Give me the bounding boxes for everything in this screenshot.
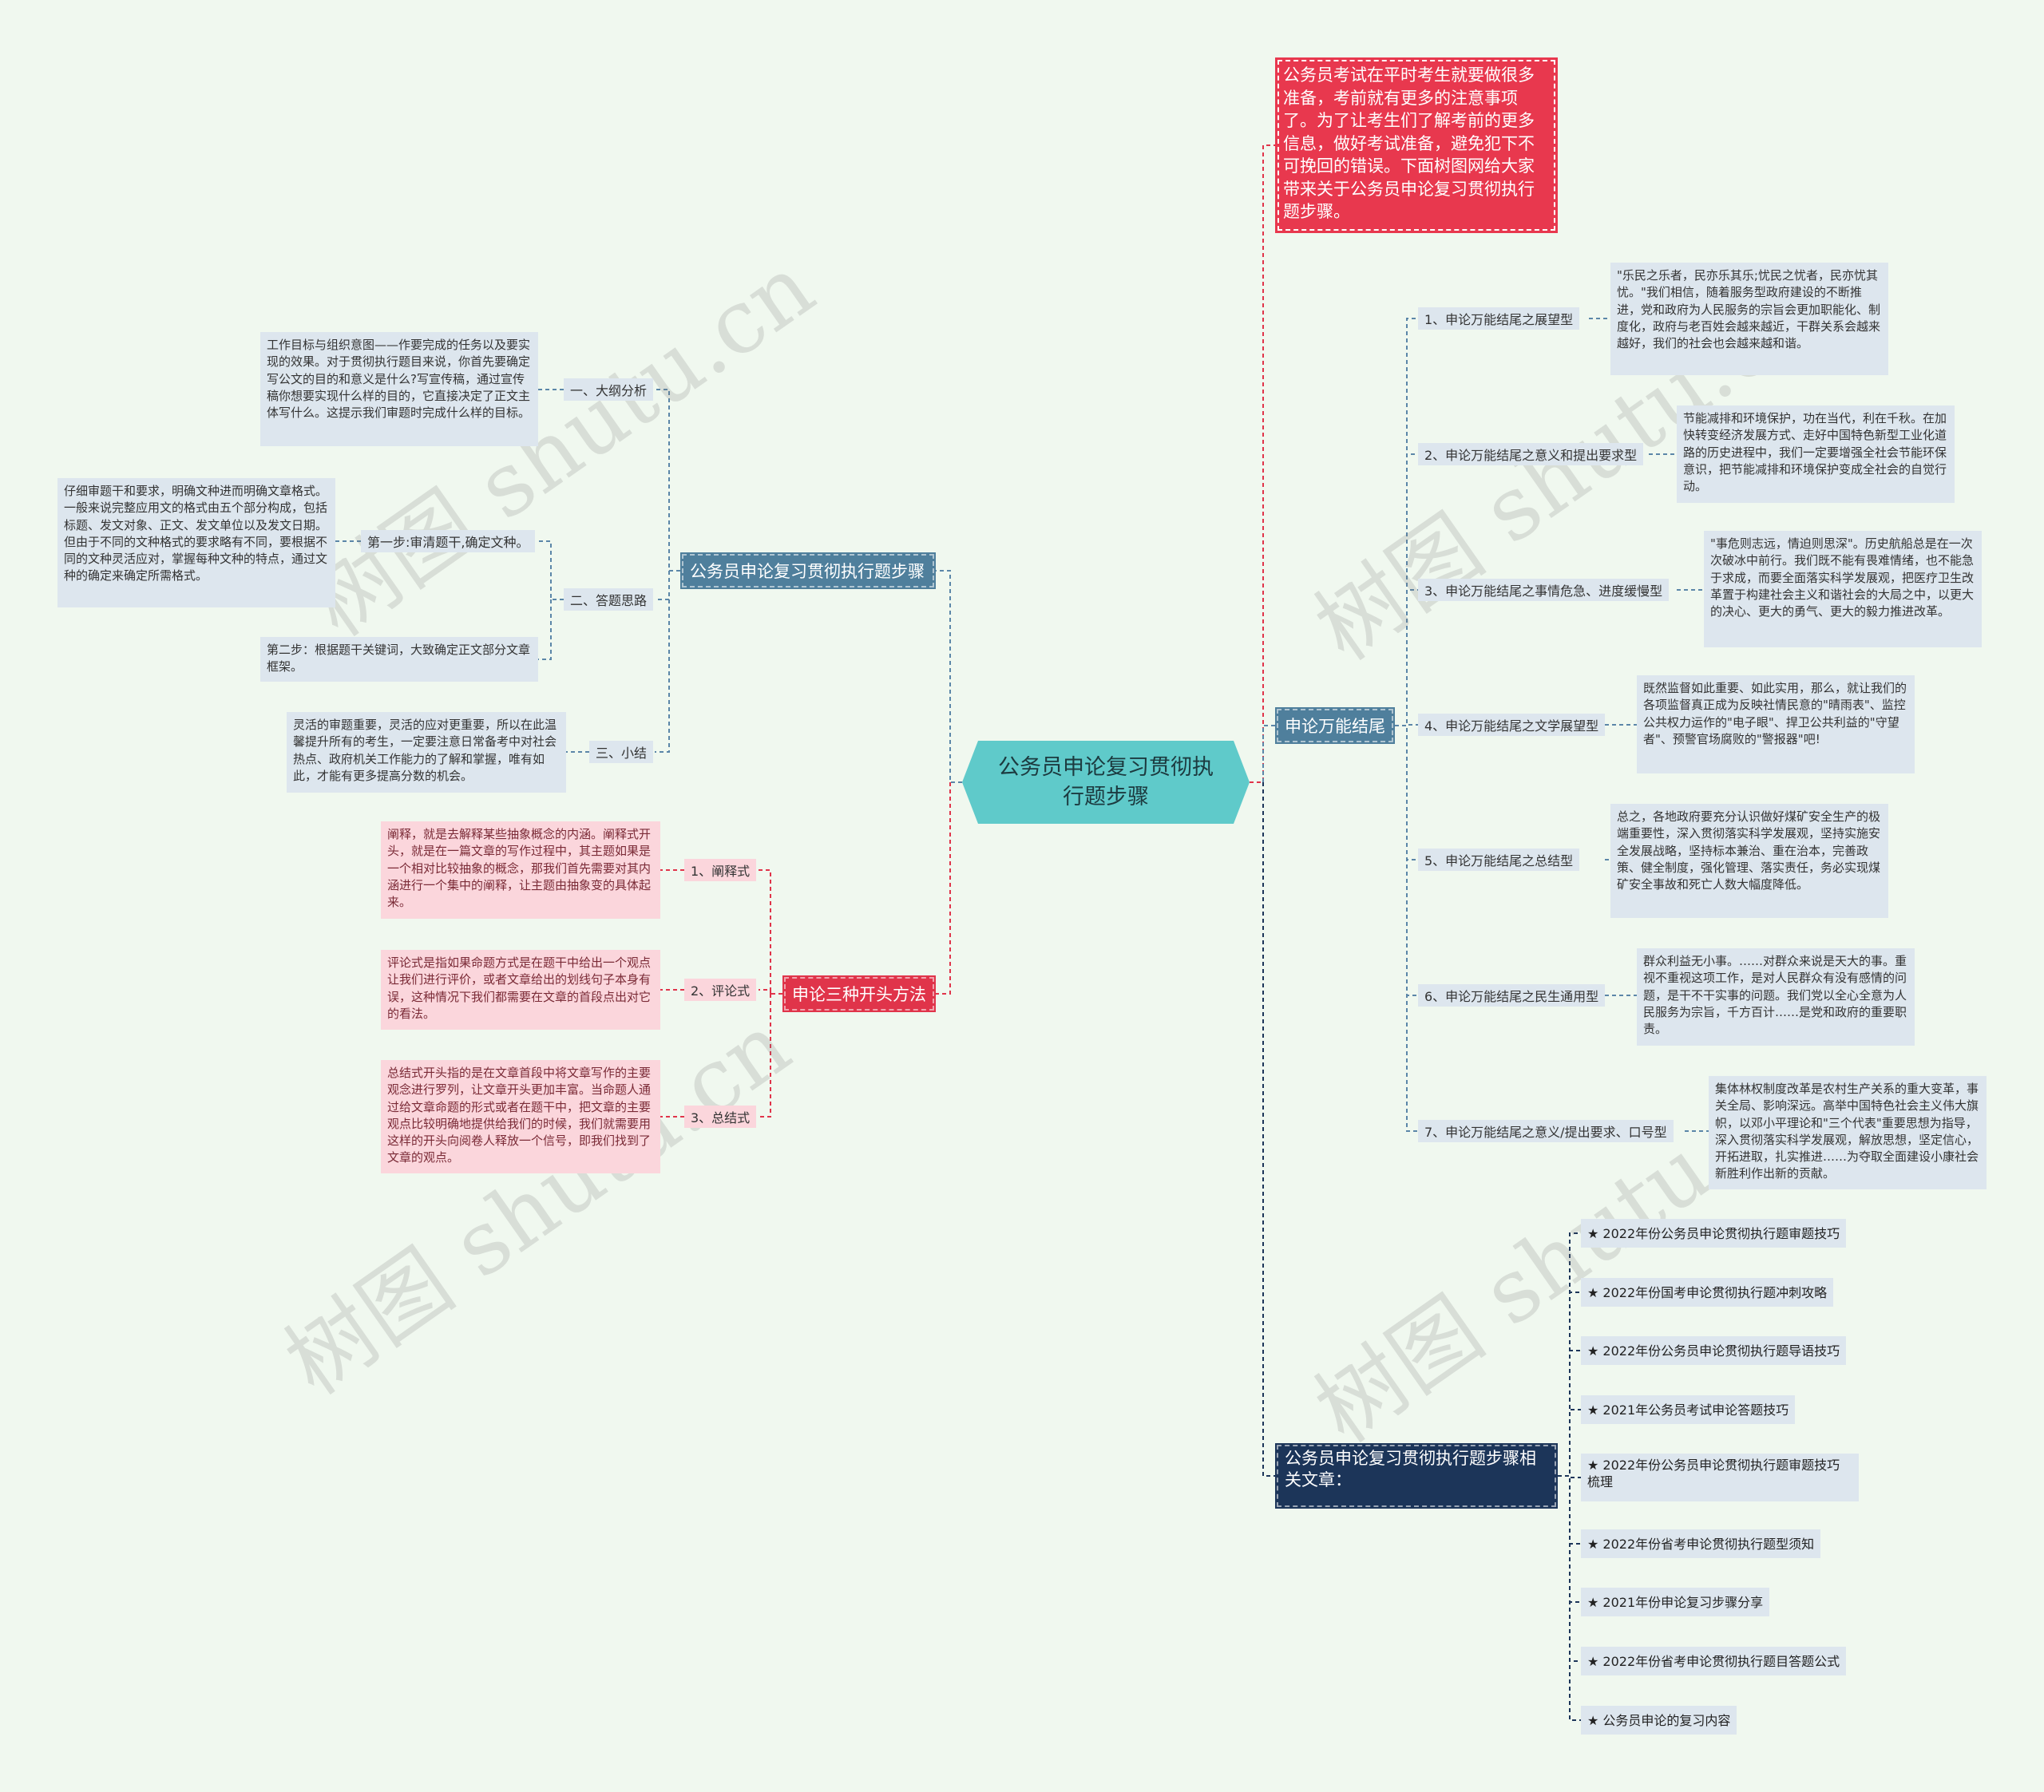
steps-step1-text: 仔细审题干和要求，明确文种进而明确文章格式。一般来说完整应用文的格式由五个部分构… (57, 478, 335, 607)
branch-endings-title: 申论万能结尾 (1285, 717, 1385, 736)
connector-line (1558, 1292, 1581, 1477)
branch-related[interactable]: 公务员申论复习贯彻执行题步骤相关文章： (1275, 1443, 1558, 1509)
ending-5-text: 总之，各地政府要充分认识做好煤矿安全生产的极端重要性，深入贯彻落实科学发展观，坚… (1610, 804, 1888, 918)
ending-5-label[interactable]: 5、申论万能结尾之总结型 (1418, 849, 1580, 871)
connector-line (1558, 1475, 1581, 1545)
connector-line (655, 571, 670, 600)
ending-7-text: 集体林权制度改革是农村生产关系的重大变革，事关全局、影响深远。高举中国特色社会主… (1709, 1076, 1987, 1189)
opening-2-label[interactable]: 2、评论式 (684, 979, 757, 1001)
opening-2-text: 评论式是指如果命题方式是在题干中给出一个观点让我们进行评价，或者文章给出的划线句… (381, 950, 660, 1030)
connector-line (759, 989, 771, 994)
connector-line (1558, 1409, 1581, 1477)
connector-line (1395, 589, 1418, 726)
connector-line (1395, 453, 1418, 726)
connector-line (1558, 1475, 1581, 1721)
root-title: 公务员申论复习贯彻执行题步骤 (998, 755, 1214, 809)
connector-line (655, 571, 670, 753)
connector-line (1558, 1232, 1581, 1477)
connector-line (1395, 725, 1418, 860)
intro-node[interactable]: 公务员考试在平时考生就要做很多准备，考前就有更多的注意事项了。为了让考生们了解考… (1275, 57, 1558, 233)
related-article[interactable]: ★ 2021年份申论复习步骤分享 (1581, 1588, 1770, 1616)
related-article[interactable]: ★ 2022年份国考申论贯彻执行题冲刺攻略 (1581, 1278, 1834, 1307)
related-article[interactable]: ★ 2022年份公务员申论贯彻执行题审题技巧梳理 (1581, 1454, 1859, 1501)
related-article[interactable]: ★ 2022年份省考申论贯彻执行题型须知 (1581, 1529, 1821, 1558)
ending-3-text: "事危则志远，情迫则思深"。历史航船总是在一次次破冰中前行。我们既不能有畏难情绪… (1704, 531, 1982, 647)
connector-line (1558, 1475, 1581, 1603)
steps-thinking-label[interactable]: 二、答题思路 (564, 588, 654, 611)
related-article[interactable]: ★ 2021年公务员考试申论答题技巧 (1581, 1395, 1796, 1424)
connector-line (1395, 318, 1418, 726)
related-article[interactable]: ★ 2022年份公务员申论贯彻执行题导语技巧 (1581, 1336, 1847, 1365)
ending-6-label[interactable]: 6、申论万能结尾之民生通用型 (1418, 984, 1606, 1007)
connector-line (936, 782, 951, 995)
related-article[interactable]: ★ 公务员申论的复习内容 (1581, 1706, 1737, 1735)
connector-line (538, 540, 564, 600)
connector-line (1395, 725, 1418, 996)
steps-step1-label[interactable]: 第一步:审清题干,确定文种。 (361, 530, 536, 552)
ending-1-label[interactable]: 1、申论万能结尾之展望型 (1418, 307, 1580, 330)
steps-outline-label[interactable]: 一、大纲分析 (564, 378, 654, 401)
opening-1-text: 阐释，就是去解释某些抽象概念的内涵。阐释式开头，就是在一篇文章的写作过程中，其主… (381, 821, 660, 919)
branch-openings[interactable]: 申论三种开头方法 (782, 975, 936, 1012)
connector-line (1395, 725, 1418, 1132)
related-article[interactable]: ★ 2022年份公务员申论贯彻执行题审题技巧 (1581, 1219, 1847, 1248)
connector-line (1262, 725, 1275, 782)
connector-line (655, 389, 680, 572)
ending-6-text: 群众利益无小事。……对群众来说是天大的事。重视不重视这项工作，是对人民群众有没有… (1637, 948, 1915, 1046)
connector-line (538, 599, 552, 660)
ending-4-label[interactable]: 4、申论万能结尾之文学展望型 (1418, 714, 1606, 736)
branch-steps[interactable]: 公务员申论复习贯彻执行题步骤 (680, 552, 936, 589)
branch-steps-title: 公务员申论复习贯彻执行题步骤 (690, 562, 925, 581)
ending-1-text: "乐民之乐者，民亦乐其乐;忧民之忧者，民亦忧其忧。"我们相信，随着服务型政府建设… (1610, 263, 1888, 375)
steps-outline-text: 工作目标与组织意图——作要完成的任务以及要实现的效果。对于贯彻执行题目来说，你首… (260, 332, 538, 446)
connector-line (936, 570, 962, 783)
ending-2-text: 节能减排和环境保护，功在当代，利在千秋。在加快转变经济发展方式、走好中国特色新型… (1677, 405, 1955, 503)
root-node[interactable]: 公务员申论复习贯彻执行题步骤 (962, 741, 1250, 824)
ending-2-label[interactable]: 2、申论万能结尾之意义和提出要求型 (1418, 443, 1644, 465)
opening-3-text: 总结式开头指的是在文章首段中将文章写作的主要观念进行罗列，让文章开头更加丰富。当… (381, 1060, 660, 1173)
ending-3-label[interactable]: 3、申论万能结尾之事情危急、进度缓慢型 (1418, 579, 1670, 601)
connector-line (1558, 1475, 1581, 1662)
connector-line (1262, 782, 1275, 1477)
steps-step2-text: 第二步：根据题干关键词，大致确定正文部分文章框架。 (260, 637, 538, 682)
connector-line (759, 994, 771, 1118)
opening-1-label[interactable]: 1、阐释式 (684, 859, 757, 881)
watermark: 树图 shutu.cn (267, 993, 808, 1414)
opening-3-label[interactable]: 3、总结式 (684, 1106, 757, 1128)
connector-line (759, 869, 782, 995)
related-article[interactable]: ★ 2022年份省考申论贯彻执行题目答题公式 (1581, 1647, 1847, 1675)
connector-line (1558, 1475, 1581, 1478)
steps-summary-label[interactable]: 三、小结 (589, 741, 654, 763)
ending-7-label[interactable]: 7、申论万能结尾之意义/提出要求、口号型 (1418, 1120, 1674, 1142)
connector-line (1395, 724, 1418, 726)
steps-summary-text: 灵活的审题重要，灵活的应对更重要，所以在此温馨提升所有的考生，一定要注意日常备考… (287, 712, 566, 793)
connector-line (1558, 1350, 1581, 1477)
branch-openings-title: 申论三种开头方法 (792, 985, 926, 1004)
ending-4-text: 既然监督如此重要、如此实用，那么，就让我们的各项监督真正成为反映社情民意的"晴雨… (1637, 675, 1915, 773)
branch-endings[interactable]: 申论万能结尾 (1275, 707, 1395, 744)
connector-line (1250, 144, 1275, 783)
